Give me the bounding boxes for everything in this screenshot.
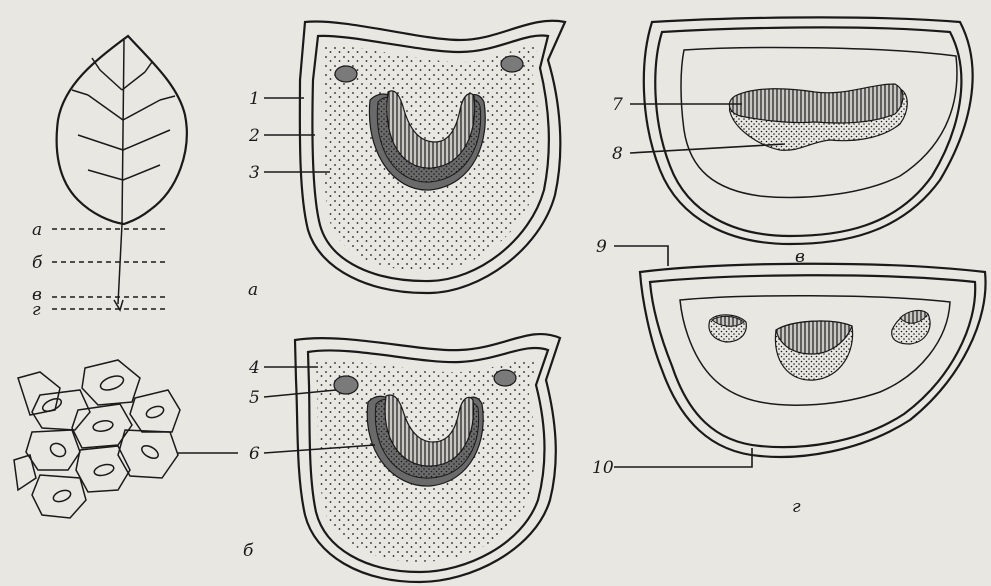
section-g xyxy=(640,264,986,457)
callout-10: 10 xyxy=(592,458,614,478)
section-letter-g: г xyxy=(792,497,801,517)
section-letter-b: б xyxy=(243,541,254,561)
leaf-level-b: б xyxy=(32,253,43,273)
leaf-level-g: г xyxy=(32,300,41,320)
callout-2: 2 xyxy=(248,126,260,146)
callout-4: 4 xyxy=(248,358,260,378)
leaf-drawing xyxy=(57,36,187,310)
callout-1: 1 xyxy=(249,89,260,109)
section-b xyxy=(295,334,560,582)
leaf-level-a: а xyxy=(32,220,42,240)
callout-6: 6 xyxy=(249,444,260,464)
leaf-level-lines xyxy=(52,229,165,309)
callout-9: 9 xyxy=(596,237,607,257)
section-v xyxy=(644,17,973,244)
callout-3: 3 xyxy=(249,163,260,183)
section-letter-a: а xyxy=(248,280,258,300)
epidermis-cells xyxy=(14,360,180,518)
callout-8: 8 xyxy=(612,144,623,164)
section-a xyxy=(300,21,565,293)
callout-5: 5 xyxy=(249,388,260,408)
callout-7: 7 xyxy=(612,95,623,115)
